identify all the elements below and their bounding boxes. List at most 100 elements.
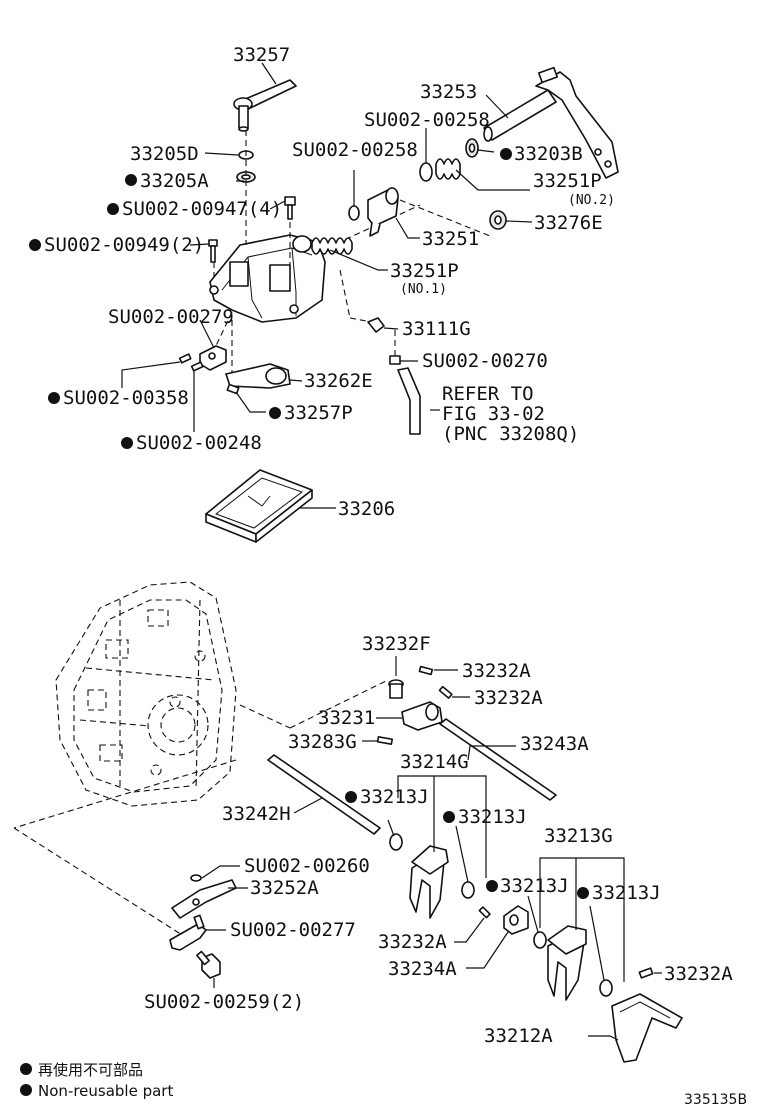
part-33214g-fork: [389, 833, 475, 919]
label-su002-00270: SU002-00270: [422, 350, 548, 372]
label-33214g: 33214G: [400, 751, 469, 773]
label-33257p: 33257P: [284, 402, 353, 424]
non-reusable-marker: [500, 148, 512, 160]
legend: 再使用不可部品 Non-reusable part: [20, 1061, 173, 1100]
label-33253: 33253: [420, 81, 477, 103]
part-33111g-pipe: [367, 317, 385, 333]
shift-lever-housing-group: [121, 62, 619, 543]
non-reusable-marker: [29, 239, 41, 251]
label-33257: 33257: [233, 44, 290, 66]
part-33231-shift-head: [401, 701, 443, 731]
label-33231: 33231: [318, 707, 375, 729]
label-su002-00248: SU002-00248: [136, 432, 262, 454]
part-su002-00277-bracket: [169, 914, 207, 951]
label-33232a-3: 33232A: [378, 931, 447, 953]
part-su002-00949-stud: [208, 239, 218, 263]
part-33242h-rail: [267, 754, 381, 835]
label-33213g: 33213G: [544, 825, 613, 847]
labels-group: 33257 33253 SU002-00258 33205D SU002-002…: [29, 44, 733, 1047]
part-33251p-no1-spring: [311, 237, 353, 255]
legend-marker-jp: [20, 1063, 32, 1075]
part-33283g-pin: [376, 736, 394, 745]
legend-text-jp: 再使用不可部品: [38, 1061, 143, 1079]
legend-text-en: Non-reusable part: [38, 1082, 173, 1100]
part-33213g-fork: [533, 925, 613, 1001]
part-su002-00258-washer-a: [348, 205, 360, 221]
part-su002-00270: [389, 355, 401, 365]
part-su002-00358-pin: [178, 353, 192, 364]
label-refer-line1: REFER TO: [442, 383, 534, 405]
part-su002-00260-clip: [190, 874, 202, 882]
label-33206: 33206: [338, 498, 395, 520]
part-33203b-ring: [465, 138, 479, 158]
label-33232a-4: 33232A: [664, 963, 733, 985]
label-su002-00260: SU002-00260: [244, 855, 370, 877]
label-33251p-no2-sub: (NO.2): [568, 193, 615, 208]
label-33203b: 33203B: [514, 143, 583, 165]
label-33232f: 33232F: [362, 633, 431, 655]
label-su002-00949: SU002-00949(2): [44, 234, 204, 256]
non-reusable-marker: [486, 880, 498, 892]
non-reusable-marker: [577, 887, 589, 899]
part-33257-lever: [233, 79, 297, 132]
part-su002-00248-pin: [190, 361, 204, 372]
label-su002-00259: SU002-00259(2): [144, 991, 304, 1013]
part-33232a-pin-2: [438, 685, 453, 699]
label-33251p-no1: 33251P: [390, 260, 459, 282]
hose-reference: [397, 367, 421, 435]
label-33252a: 33252A: [250, 877, 319, 899]
part-33232a-pin-3: [478, 906, 491, 919]
label-33262e: 33262E: [304, 370, 373, 392]
label-33205d: 33205D: [130, 143, 199, 165]
figure-code: 335135B: [684, 1092, 747, 1108]
label-refer-line3: (PNC 33208Q): [442, 423, 579, 445]
label-33213j-1: 33213J: [360, 786, 429, 808]
part-33234a-block: [503, 905, 529, 935]
label-su002-00258-b: SU002-00258: [292, 139, 418, 161]
part-su002-00259-bolt: [196, 950, 221, 979]
part-33212a-fork: [611, 993, 683, 1063]
label-su002-00358: SU002-00358: [63, 387, 189, 409]
part-su002-00258-washer-b: [419, 162, 433, 182]
part-33252a-lever: [171, 879, 237, 919]
part-33251-shift-piece: [367, 187, 399, 237]
part-33232a-pin-4: [638, 967, 654, 979]
label-33213j-3: 33213J: [500, 875, 569, 897]
label-33213j-4: 33213J: [592, 882, 661, 904]
legend-marker-en: [20, 1084, 32, 1096]
part-su002-00947-bolt: [284, 196, 296, 220]
non-reusable-marker: [125, 174, 137, 186]
label-33276e: 33276E: [534, 212, 603, 234]
transmission-case-group: [13, 581, 683, 1063]
non-reusable-marker: [48, 392, 60, 404]
part-33232a-pin-1: [418, 665, 434, 676]
part-33257p-pin: [226, 383, 240, 395]
part-33262e-lever: [225, 363, 291, 389]
label-33205a: 33205A: [140, 170, 209, 192]
part-33253-shaft: [483, 66, 619, 179]
label-33283g: 33283G: [288, 731, 357, 753]
label-33213j-2: 33213J: [458, 806, 527, 828]
non-reusable-marker: [443, 811, 455, 823]
non-reusable-marker: [121, 437, 133, 449]
label-33243a: 33243A: [520, 733, 589, 755]
label-33111g: 33111G: [402, 318, 471, 340]
label-33251p-no2: 33251P: [533, 170, 602, 192]
label-su002-00279: SU002-00279: [108, 306, 234, 328]
label-su002-00277: SU002-00277: [230, 919, 356, 941]
part-33243a-rail: [439, 718, 557, 801]
part-su002-00279-bracket: [199, 345, 227, 371]
label-su002-00947: SU002-00947(4): [122, 198, 282, 220]
label-33232a-2: 33232A: [474, 687, 543, 709]
label-33251p-no1-sub: (NO.1): [400, 282, 447, 297]
part-33232f-bolt: [388, 679, 404, 699]
part-33251p-no2-spring: [435, 158, 461, 180]
label-33232a-1: 33232A: [462, 660, 531, 682]
label-refer-line2: FIG 33-02: [442, 403, 545, 425]
non-reusable-marker: [269, 407, 281, 419]
label-33234a: 33234A: [388, 958, 457, 980]
part-housing-body: [209, 234, 326, 323]
label-33242h: 33242H: [222, 803, 291, 825]
non-reusable-marker: [107, 203, 119, 215]
